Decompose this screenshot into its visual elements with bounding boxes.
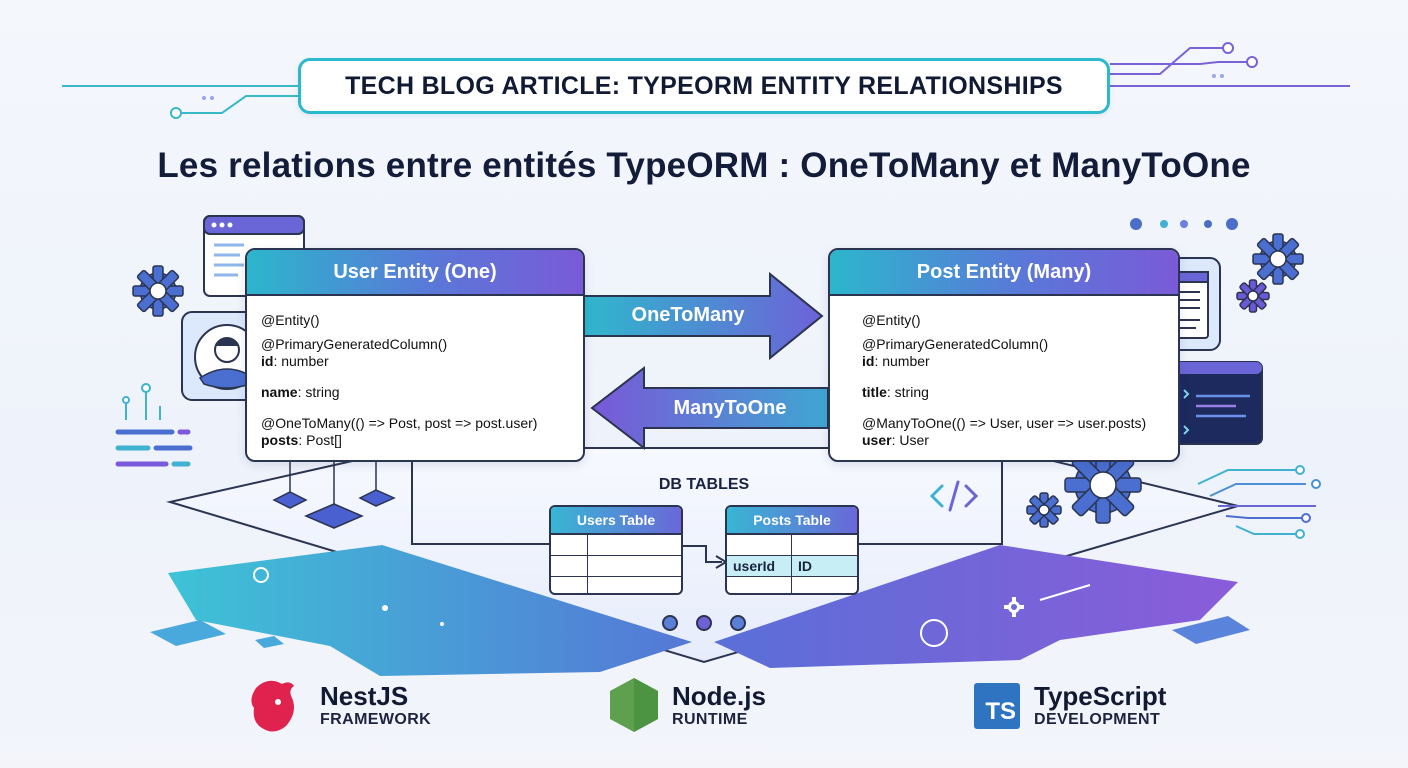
user-entity-header: User Entity (One) — [247, 250, 583, 296]
table-row — [551, 535, 681, 556]
table-row — [727, 577, 857, 593]
brand-nestjs: NestJS FRAMEWORK — [320, 682, 431, 730]
field-title: title: string — [862, 384, 929, 400]
brand-name: TypeScript — [1034, 681, 1167, 711]
diamond-nodes — [272, 462, 396, 529]
circuit-lines-top-right — [1110, 42, 1350, 87]
user-entity-card: User Entity (One) @Entity() @PrimaryGene… — [245, 248, 585, 462]
post-entity-card: Post Entity (Many) @Entity() @PrimaryGen… — [828, 248, 1180, 462]
field-name: name: string — [261, 384, 340, 400]
nodejs-logo-icon — [610, 678, 658, 732]
table-row — [551, 577, 681, 593]
brand-name: NestJS — [320, 681, 409, 711]
table-row-foreign-key: userId ID — [727, 556, 857, 577]
user-entity-body: @Entity() @PrimaryGeneratedColumn() id: … — [247, 296, 583, 449]
db-tables-title: DB TABLES — [658, 476, 750, 493]
page-title: Les relations entre entités TypeORM : On… — [157, 146, 1251, 185]
brand-sub: RUNTIME — [672, 711, 748, 728]
code-brackets-icon — [929, 480, 979, 512]
field-user: user: User — [862, 432, 929, 448]
field-id: id: number — [862, 353, 930, 369]
gear-icon — [1236, 279, 1270, 313]
field-posts: posts: Post[] — [261, 432, 342, 448]
manytoone-arrow — [590, 365, 829, 451]
brand-sub: DEVELOPMENT — [1034, 711, 1161, 728]
article-banner: TECH BLOG ARTICLE: TYPEORM ENTITY RELATI… — [298, 58, 1110, 114]
brand-nodejs: Node.js RUNTIME — [672, 682, 766, 730]
circuit-lines-right — [1197, 465, 1321, 539]
code-window-icon — [1159, 361, 1263, 445]
brand-typescript: TS TypeScript DEVELOPMENT — [974, 682, 1166, 730]
posts-table-header: Posts Table — [727, 507, 857, 535]
primary-column-decorator: @PrimaryGeneratedColumn() — [862, 336, 1049, 352]
users-table-header: Users Table — [551, 507, 681, 535]
pager-dots — [662, 615, 746, 631]
onetomany-label: OneToMany — [631, 304, 745, 326]
entity-decorator: @Entity() — [862, 312, 921, 328]
onetomany-arrow — [583, 271, 824, 361]
entity-decorator: @Entity() — [261, 312, 320, 328]
users-table: Users Table — [549, 505, 683, 595]
posts-table: Posts Table userId ID — [725, 505, 859, 595]
dots-decoration — [1130, 218, 1238, 230]
post-entity-body: @Entity() @PrimaryGeneratedColumn() id: … — [830, 296, 1178, 449]
banner-text: TECH BLOG ARTICLE: TYPEORM ENTITY RELATI… — [345, 71, 1063, 100]
fk-column-cell: userId — [727, 556, 792, 576]
id-cell: ID — [798, 558, 812, 574]
post-entity-header: Post Entity (Many) — [830, 250, 1178, 296]
brand-sub: FRAMEWORK — [320, 711, 432, 728]
platform-right — [714, 545, 1238, 668]
primary-column-decorator: @PrimaryGeneratedColumn() — [261, 336, 448, 352]
field-id: id: number — [261, 353, 329, 369]
manytoone-decorator: @ManyToOne(() => User, user => user.post… — [862, 415, 1147, 431]
gear-icon — [1252, 233, 1304, 285]
brand-name: Node.js — [672, 681, 766, 711]
platform-left — [168, 545, 692, 676]
gear-icon — [132, 265, 184, 317]
circuit-lines-left — [115, 383, 193, 467]
manytoone-label: ManyToOne — [673, 397, 787, 419]
table-row — [551, 556, 681, 577]
typescript-logo-icon: TS — [974, 683, 1020, 729]
circuit-lines-top — [62, 85, 298, 119]
table-row — [727, 535, 857, 556]
gear-icon — [1026, 492, 1062, 528]
nestjs-logo-icon — [251, 680, 294, 732]
onetomany-decorator: @OneToMany(() => Post, post => post.user… — [261, 415, 538, 431]
